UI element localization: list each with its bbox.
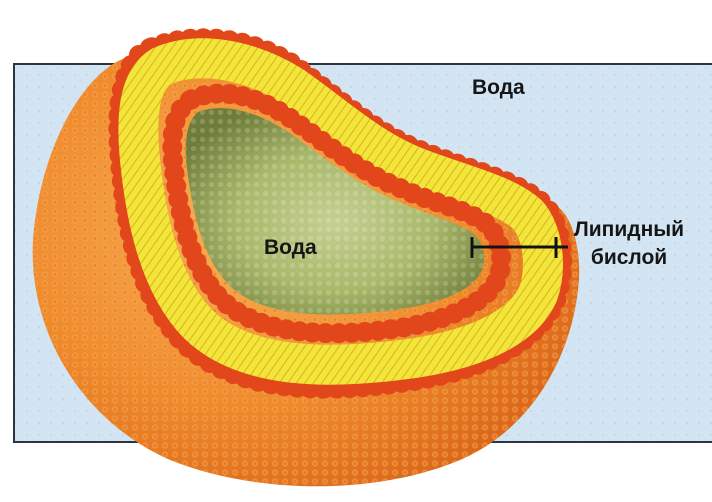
water-inner-label: Вода [264,236,317,260]
water-outer-label: Вода [472,76,525,100]
bilayer-label-line1: Липидный [574,216,684,244]
bilayer-label-line2: бислой [574,244,684,272]
bilayer-label: Липидный бислой [574,216,684,272]
